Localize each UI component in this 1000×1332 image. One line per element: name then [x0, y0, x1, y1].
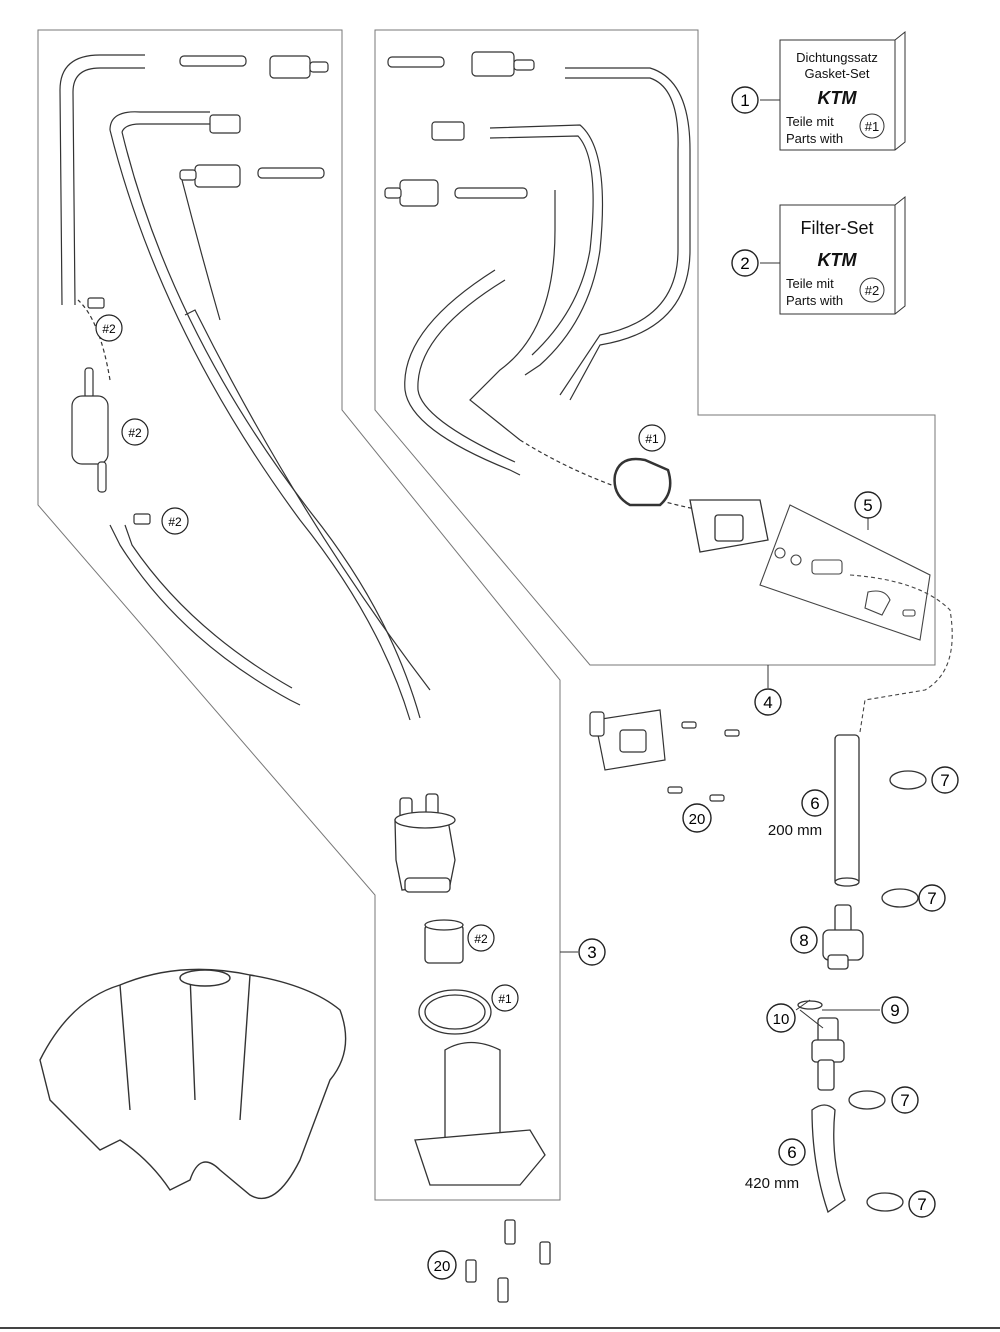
- callout-20-b: 20: [427, 1250, 457, 1280]
- kit-2-mark: #2: [865, 283, 879, 298]
- callout-6-short-hose: 6: [801, 789, 829, 817]
- callout-9: 9: [881, 996, 909, 1024]
- callout-10: 10: [766, 1003, 796, 1033]
- kit-1-title-line-2: Gasket-Set: [804, 66, 869, 81]
- svg-text:6: 6: [787, 1143, 796, 1162]
- right-pump-flange: [613, 457, 769, 553]
- left-hoses: [59, 54, 431, 721]
- svg-text:20: 20: [434, 1258, 451, 1275]
- callout-2: 2: [731, 249, 759, 277]
- hose-long-length: 420 mm: [745, 1175, 799, 1192]
- fuel-tank: [39, 968, 347, 1200]
- svg-text:7: 7: [917, 1195, 926, 1214]
- svg-text:20: 20: [689, 811, 706, 828]
- mark-2-filter: #2: [121, 418, 149, 446]
- pump-parts: [414, 919, 546, 1186]
- filter-kit-box: Filter-Set KTM Teile mit Parts with #2: [779, 195, 906, 315]
- kit-1-title-line-1: Dichtungssatz: [796, 50, 878, 65]
- clamps: [848, 770, 927, 1212]
- svg-text:6: 6: [810, 794, 819, 813]
- svg-text:9: 9: [890, 1001, 899, 1020]
- left-fuel-filter: [71, 297, 151, 525]
- svg-text:#1: #1: [645, 432, 659, 446]
- hose-connector: [797, 1000, 845, 1091]
- middle-pump-flange: [589, 709, 740, 802]
- bottom-screws: [465, 1219, 551, 1303]
- mark-1-lower-seal: #1: [491, 984, 519, 1012]
- right-top-connectors: [384, 51, 535, 207]
- callout-5: 5: [854, 491, 882, 519]
- fuel-sender-group: [759, 504, 953, 733]
- leader-lines: [560, 99, 880, 1029]
- svg-text:#2: #2: [168, 515, 182, 529]
- svg-text:8: 8: [799, 931, 808, 950]
- left-top-connectors: [179, 55, 329, 188]
- svg-text:4: 4: [763, 693, 772, 712]
- svg-text:#1: #1: [498, 992, 512, 1006]
- kit-1-mark: #1: [865, 119, 879, 134]
- gasket-kit-box: Dichtungssatz Gasket-Set KTM Teile mit P…: [779, 30, 906, 151]
- left-group-outline: [37, 29, 561, 1201]
- svg-text:7: 7: [900, 1091, 909, 1110]
- svg-text:7: 7: [940, 771, 949, 790]
- right-hoses: [404, 67, 701, 511]
- callout-4: 4: [754, 688, 782, 716]
- callout-7-c: 7: [891, 1086, 919, 1114]
- kit-1-brand: KTM: [818, 88, 858, 108]
- svg-text:3: 3: [587, 943, 596, 962]
- callout-20-a: 20: [682, 803, 712, 833]
- svg-text:#2: #2: [102, 322, 116, 336]
- callout-7-a: 7: [931, 766, 959, 794]
- kit-1-parts-line-2: Parts with: [786, 131, 843, 146]
- mark-1-upper-seal: #1: [638, 424, 666, 452]
- right-group-outline: [374, 29, 936, 666]
- quick-coupler: [822, 904, 864, 970]
- callout-1: 1: [731, 86, 759, 114]
- mark-2-lower-ring: #2: [161, 507, 189, 535]
- callout-3: 3: [578, 938, 606, 966]
- callout-7-d: 7: [908, 1190, 936, 1218]
- svg-text:#2: #2: [128, 426, 142, 440]
- kit-2-title-line-1: Filter-Set: [800, 218, 873, 238]
- callout-8: 8: [790, 926, 818, 954]
- fuel-pump: [394, 793, 456, 893]
- hose-long: [811, 1104, 846, 1214]
- mark-2-upper-ring: #2: [95, 314, 123, 342]
- callout-7-b: 7: [918, 884, 946, 912]
- hose-short-length: 200 mm: [768, 822, 822, 839]
- hose-short: [834, 734, 860, 887]
- svg-text:7: 7: [927, 889, 936, 908]
- svg-text:2: 2: [740, 254, 749, 273]
- kit-2-parts-line-1: Teile mit: [786, 276, 834, 291]
- svg-text:#2: #2: [474, 932, 488, 946]
- callout-6-long-hose: 6: [778, 1138, 806, 1166]
- kit-2-parts-line-2: Parts with: [786, 293, 843, 308]
- kit-1-parts-line-1: Teile mit: [786, 114, 834, 129]
- svg-text:1: 1: [740, 91, 749, 110]
- kit-2-brand: KTM: [818, 250, 858, 270]
- svg-text:10: 10: [773, 1011, 790, 1028]
- mark-2-strainer: #2: [467, 924, 495, 952]
- svg-text:5: 5: [863, 496, 872, 515]
